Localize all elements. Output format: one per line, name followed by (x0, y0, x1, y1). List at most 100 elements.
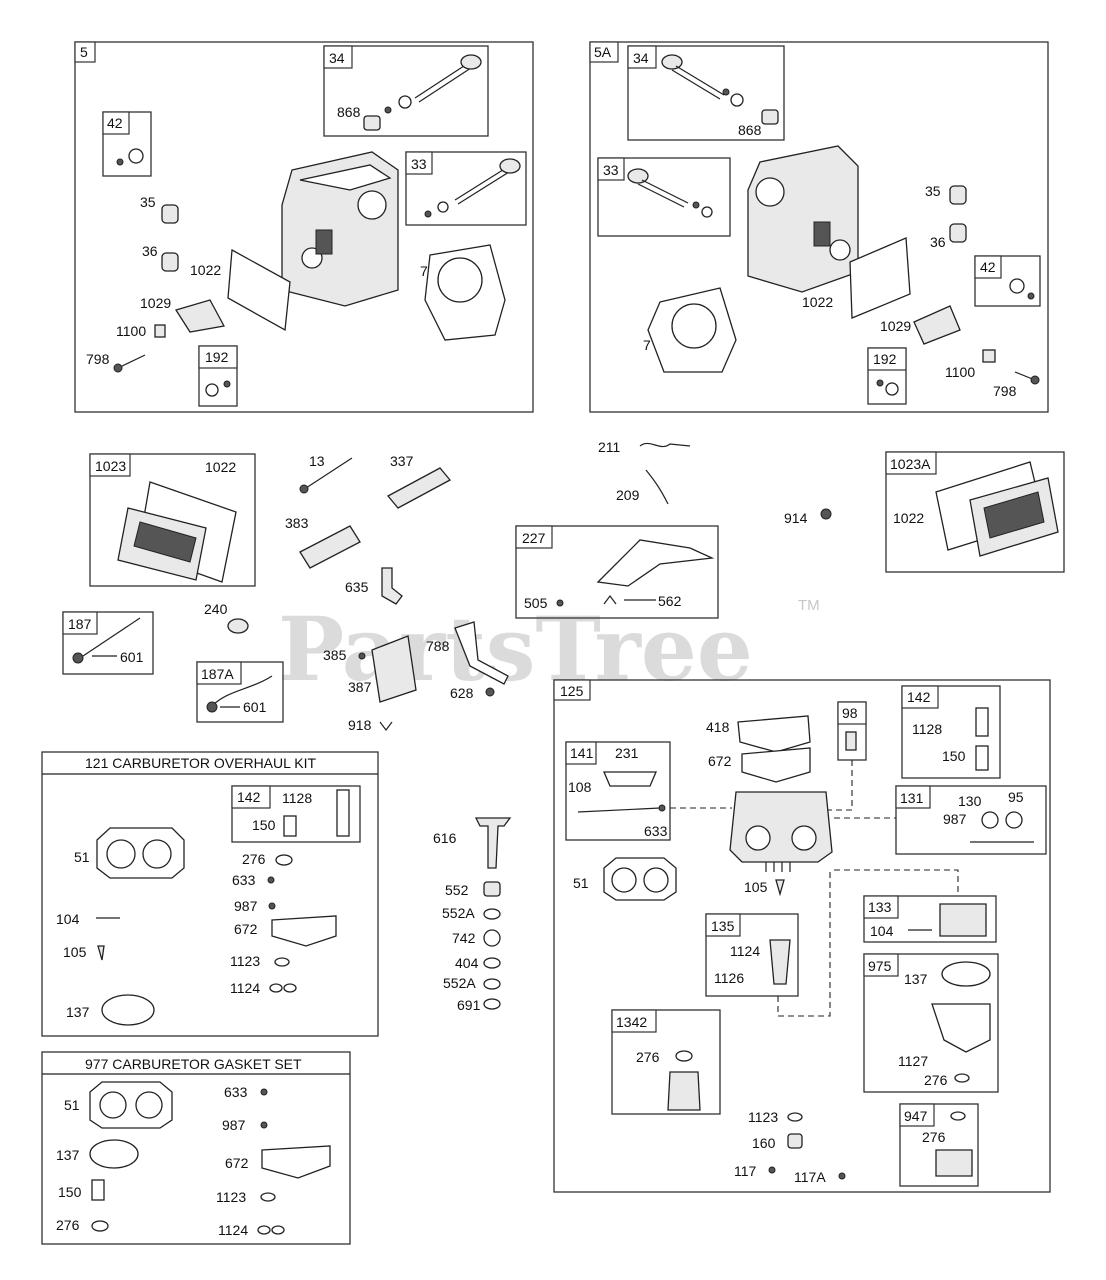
callout-1127: 1127 (898, 1053, 928, 1069)
boot-383-icon (299, 525, 361, 569)
callout-987-125: 987 (943, 811, 967, 827)
callout-105-125: 105 (744, 879, 768, 895)
kit-977[interactable]: 977 CARBURETOR GASKET SET 51 633 987 137… (41, 1051, 351, 1245)
bracket-788-icon (454, 621, 509, 685)
callout-51-125: 51 (573, 875, 589, 891)
keeper-33-icon (424, 210, 432, 218)
callout-947: 947 (904, 1108, 928, 1124)
callout-987-set: 987 (222, 1117, 246, 1133)
callout-95: 95 (1008, 789, 1024, 805)
callout-1126: 1126 (714, 970, 744, 986)
group-227[interactable]: 227 505 562 (515, 525, 719, 619)
callout-672-kit: 672 (234, 921, 258, 937)
callout-672-125: 672 (708, 753, 732, 769)
group-1023[interactable]: 1023 1022 (89, 453, 256, 587)
group-1023a[interactable]: 1023A 1022 (885, 451, 1065, 573)
callout-276-1342: 276 (636, 1049, 660, 1065)
callout-240: 240 (204, 601, 228, 617)
retainer-42-icon (128, 148, 144, 164)
callout-601-187a: 601 (243, 699, 267, 715)
loose-parts-top[interactable]: 13 337 383 635 240 211 209 914 (204, 439, 832, 634)
callout-552a: 552A (442, 905, 475, 921)
callout-1123-125: 1123 (748, 1109, 778, 1125)
group-227-label: 227 (522, 530, 546, 546)
spring-211-icon (639, 442, 691, 448)
callout-552a-2: 552A (443, 975, 476, 991)
group-5-label: 5 (80, 44, 88, 60)
callout-137-set: 137 (56, 1147, 80, 1163)
callout-36: 36 (142, 243, 158, 259)
group-125[interactable]: 125 418 672 98 142 1128 150 141 231 108 … (553, 679, 1051, 1193)
group-5a[interactable]: 5A 34 868 33 35 36 42 (589, 41, 1049, 413)
callout-1128-125: 1128 (912, 721, 942, 737)
screw-914-icon (820, 508, 832, 520)
bracket-cluster[interactable]: 385 387 918 788 628 (323, 621, 509, 733)
callout-150-kit: 150 (252, 817, 276, 833)
callout-104-kit: 104 (56, 911, 80, 927)
callout-231: 231 (615, 745, 639, 761)
keeper-icon (384, 106, 392, 114)
callout-211: 211 (598, 439, 621, 455)
retainer-33-icon (437, 201, 449, 213)
callout-798: 798 (86, 351, 110, 367)
plug-240-icon (227, 618, 249, 634)
gasket-418-icon (737, 715, 811, 753)
callout-918: 918 (348, 717, 372, 733)
callout-1124-125: 1124 (730, 943, 760, 959)
callout-33: 33 (411, 156, 427, 172)
nut-192-icon (205, 383, 219, 397)
callout-628: 628 (450, 685, 474, 701)
valve-34-5a-icon (661, 54, 683, 70)
seal-868-icon (363, 115, 381, 131)
callout-7-5a: 7 (643, 337, 651, 353)
callout-34: 34 (329, 50, 345, 66)
callout-36-5a: 36 (930, 234, 946, 250)
callout-276-set: 276 (56, 1217, 80, 1233)
callout-135: 135 (711, 918, 735, 934)
callout-150-set: 150 (58, 1184, 82, 1200)
callout-1100: 1100 (116, 323, 146, 339)
callout-975: 975 (868, 958, 892, 974)
fitting-635-icon (381, 567, 403, 605)
group-187a[interactable]: 187A 601 (196, 661, 284, 723)
callout-192-5a: 192 (873, 351, 897, 367)
callout-13: 13 (309, 453, 325, 469)
callout-418: 418 (706, 719, 730, 735)
bracket-227-icon (596, 539, 715, 587)
pushrod-guide-icon (154, 324, 166, 338)
group-5a-label: 5A (594, 44, 612, 60)
callout-505: 505 (524, 595, 548, 611)
group-187[interactable]: 187 601 (62, 611, 154, 675)
spring-35-icon (161, 204, 179, 224)
callout-35-5a: 35 (925, 183, 941, 199)
valve-33-icon (499, 158, 521, 174)
callout-1029: 1029 (140, 295, 171, 311)
callout-42: 42 (107, 115, 123, 131)
group-125-label: 125 (560, 683, 584, 699)
pipe-187a-icon (211, 675, 273, 707)
callout-672-set: 672 (225, 1155, 249, 1171)
callout-1029-5a: 1029 (880, 318, 911, 334)
cylinder-head-5a-icon (747, 145, 859, 293)
callout-337: 337 (390, 453, 414, 469)
group-5[interactable]: 5 34 868 42 33 35 36 (74, 41, 534, 413)
callout-1100-5a: 1100 (945, 364, 975, 380)
callout-51-set: 51 (64, 1097, 80, 1113)
kit-121[interactable]: 121 CARBURETOR OVERHAUL KIT 142 1128 150… (41, 751, 379, 1037)
callout-1022-cover: 1022 (205, 459, 236, 475)
callout-131: 131 (900, 790, 924, 806)
callout-160: 160 (752, 1135, 776, 1151)
callout-1022-5a: 1022 (802, 294, 833, 310)
callout-1123-kit: 1123 (230, 953, 260, 969)
callout-42-5a: 42 (980, 259, 996, 275)
kit-121-title: 121 CARBURETOR OVERHAUL KIT (85, 755, 317, 771)
gasket-1022-5a-icon (849, 237, 911, 319)
fuel-parts-column[interactable]: 616 552 552A 742 404 552A 691 (433, 817, 512, 1013)
callout-276-kit: 276 (242, 851, 266, 867)
callout-34-5a: 34 (633, 50, 649, 66)
callout-404: 404 (455, 955, 479, 971)
spring-918-icon (379, 721, 393, 731)
callout-276-947: 276 (922, 1129, 946, 1145)
oring-137-kit-icon (101, 994, 155, 1026)
